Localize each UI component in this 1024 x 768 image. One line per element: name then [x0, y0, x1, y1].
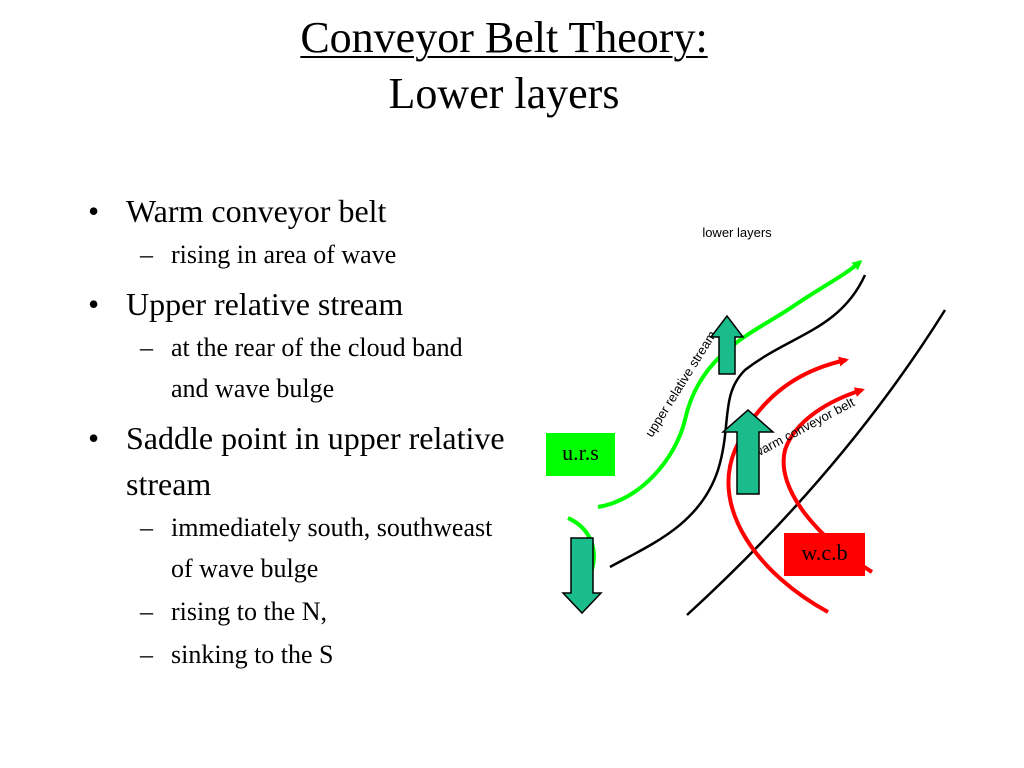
title-line-2: Lower layers: [388, 69, 620, 118]
rising-arrow-small: [709, 314, 745, 375]
title-line-1: Conveyor Belt Theory:: [300, 13, 708, 62]
bullet-warm-conveyor-belt: Warm conveyor belt: [86, 188, 506, 234]
warm-conveyor-belt-curve-1: [726, 356, 849, 614]
rising-arrow-large: [721, 409, 775, 495]
sinking-arrow: [561, 537, 603, 615]
inner-boundary-line: [609, 274, 867, 569]
sub-bullet-rear-of-cloud-band: at the rear of the cloud band and wave b…: [86, 327, 506, 409]
bullet-saddle-point: Saddle point in upper relative stream: [86, 415, 506, 507]
sub-bullet-immediately-south: immediately south, southweast of wave bu…: [86, 507, 506, 589]
urs-box: u.r.s: [546, 433, 615, 476]
sub-bullet-sinking-to-south: sinking to the S: [86, 634, 506, 675]
sub-bullet-rising-in-area: rising in area of wave: [86, 234, 506, 275]
sub-bullet-rising-to-north: rising to the N,: [86, 591, 506, 632]
outer-boundary-line: [686, 309, 947, 616]
slide-title: Conveyor Belt Theory: Lower layers: [0, 10, 1008, 122]
upper-relative-stream-label: upper relative stream: [642, 328, 719, 440]
diagram-heading: lower layers: [702, 225, 772, 240]
wcb-box: w.c.b: [784, 533, 865, 576]
bullet-list: Warm conveyor belt rising in area of wav…: [86, 188, 506, 675]
bullet-upper-relative-stream: Upper relative stream: [86, 281, 506, 327]
